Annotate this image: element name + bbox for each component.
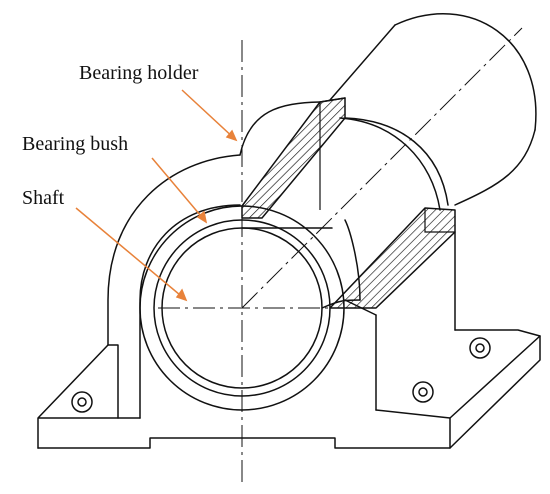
holder-cylinder (329, 13, 537, 206)
mounting-hole-left (71, 391, 93, 413)
leader-bearing-bush (151, 157, 208, 224)
base-plate (37, 231, 541, 449)
label-bearing-bush: Bearing bush (22, 133, 129, 155)
mounting-hole-right-back (469, 337, 491, 359)
section-hatch-top (241, 97, 346, 219)
shaft-axis-centerline (241, 27, 523, 309)
leader-bearing-holder (181, 89, 238, 142)
label-shaft: Shaft (22, 187, 65, 209)
leader-shaft (75, 207, 188, 302)
label-bearing-holder: Bearing holder (79, 62, 199, 84)
mounting-hole-right-front (412, 381, 434, 403)
section-hatch-bottom (329, 207, 456, 309)
